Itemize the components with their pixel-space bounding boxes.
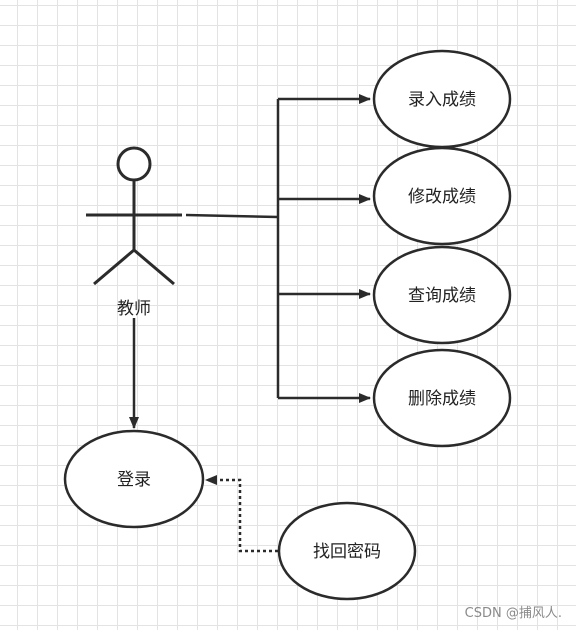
- watermark-text: CSDN @捕风人.: [465, 605, 562, 621]
- use-case-modify: 修改成绩: [372, 146, 512, 246]
- actor-head: [116, 146, 152, 182]
- actor-right-leg: [133, 248, 175, 286]
- use-case-recover: 找回密码: [277, 501, 417, 601]
- use-case-modify-label: 修改成绩: [408, 187, 476, 207]
- use-case-enter: 录入成绩: [372, 49, 512, 149]
- use-case-delete-label: 删除成绩: [408, 389, 476, 409]
- use-case-query-label: 查询成绩: [408, 286, 476, 306]
- actor-left-leg: [93, 248, 135, 286]
- actor-connector: [185, 213, 279, 219]
- use-case-login: 登录: [63, 429, 205, 529]
- actor-teacher: [86, 146, 182, 286]
- use-case-query: 查询成绩: [372, 245, 512, 345]
- use-case-delete: 删除成绩: [372, 348, 512, 448]
- branch-connectors: [185, 94, 371, 403]
- actor-label: 教师: [117, 299, 151, 319]
- use-case-recover-label: 找回密码: [313, 542, 381, 562]
- use-case-login-label: 登录: [117, 470, 151, 490]
- use-case-enter-label: 录入成绩: [408, 90, 476, 110]
- dotted-arrow-recover-to-login: [205, 475, 278, 553]
